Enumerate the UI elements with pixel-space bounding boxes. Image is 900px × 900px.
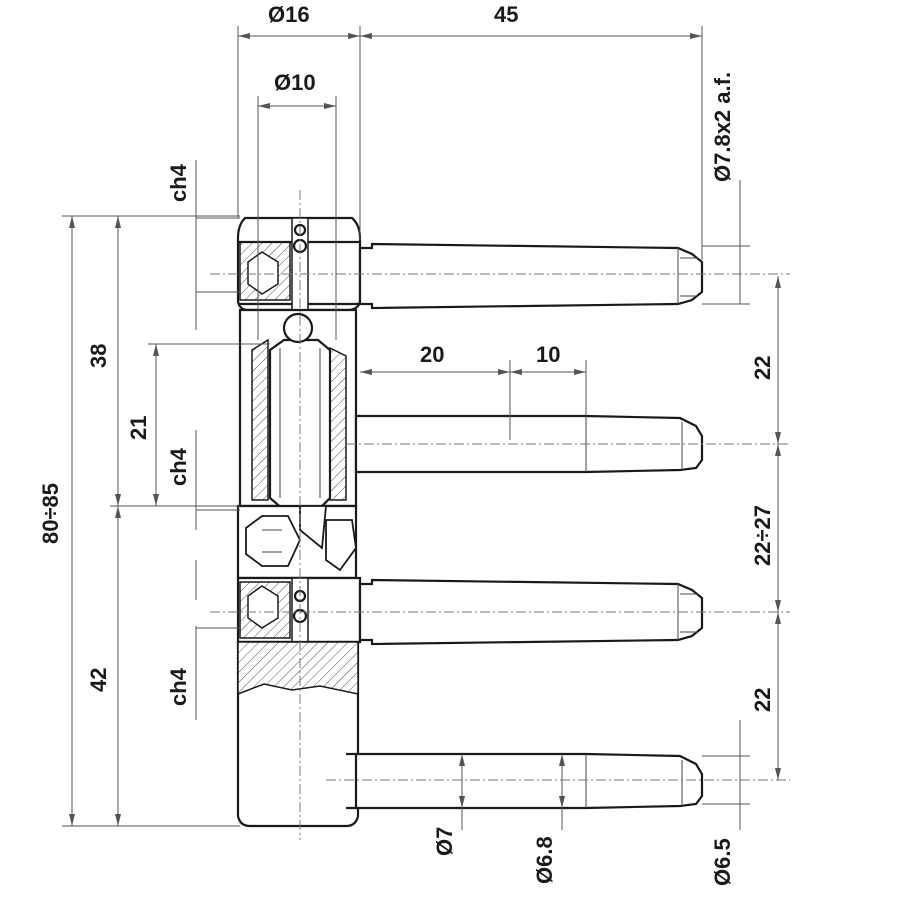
dim-ch4-upper: ch4 xyxy=(166,163,191,202)
hinge-body xyxy=(236,216,362,828)
lower-hex-socket xyxy=(247,585,279,629)
dim-diameter-6-8: Ø6.8 xyxy=(532,836,557,884)
dim-length-20: 20 xyxy=(420,342,444,367)
upper-hex-socket xyxy=(247,251,279,295)
dimension-labels: Ø16 45 Ø10 Ø7.8x2 a.f. ch4 80÷85 38 21 c… xyxy=(38,2,775,886)
dim-diameter-6-5: Ø6.5 xyxy=(710,838,735,886)
bottom-body-hatch xyxy=(237,641,359,696)
dim-diameter-7: Ø7 xyxy=(432,827,457,856)
dim-ch4-lower: ch4 xyxy=(166,667,191,706)
middle-hex-socket xyxy=(245,515,301,567)
ball-bearing xyxy=(282,312,314,344)
center-lines xyxy=(210,190,790,840)
dim-upper-height: 38 xyxy=(86,344,111,368)
pin-1 xyxy=(358,242,704,310)
pins xyxy=(346,242,704,810)
dim-inner-height: 21 xyxy=(126,416,151,440)
dim-ch4-middle: ch4 xyxy=(166,447,191,486)
dim-length-10: 10 xyxy=(536,342,560,367)
dimension-lines xyxy=(62,26,781,830)
dim-head-diameter: Ø16 xyxy=(268,2,310,27)
dim-spacing-top: 22 xyxy=(750,356,775,380)
dim-lower-height: 42 xyxy=(86,668,111,692)
dim-total-height: 80÷85 xyxy=(38,483,63,544)
dim-across-flats: Ø7.8x2 a.f. xyxy=(710,72,735,182)
dim-spacing-bottom: 22 xyxy=(750,688,775,712)
pin-4 xyxy=(354,752,704,810)
middle-sleeve-hatch xyxy=(251,338,269,501)
dim-length-45: 45 xyxy=(494,2,518,27)
dim-spacing-mid: 22÷27 xyxy=(750,505,775,566)
dim-pin-diameter: Ø10 xyxy=(274,70,316,95)
